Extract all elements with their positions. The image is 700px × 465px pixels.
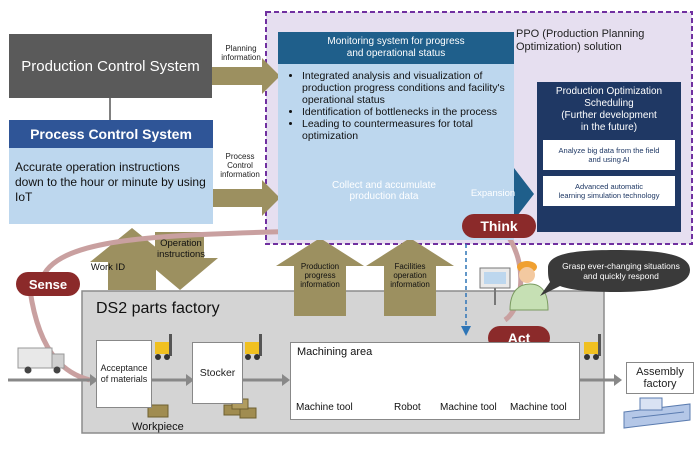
machining-area-label: Machining area [297, 346, 373, 358]
workpiece-label: Workpiece [132, 421, 184, 433]
operation-instructions-label: Operation instructions [156, 238, 206, 260]
monitoring-bullet: Leading to countermeasures for total opt… [302, 118, 506, 142]
machine-tool-label: Machine tool [440, 402, 497, 413]
machine-tool-label: Machine tool [296, 402, 353, 413]
acceptance-box: Acceptance of materials [96, 340, 152, 408]
process-control-system-box: Process Control System Accurate operatio… [9, 120, 213, 224]
factory-title: DS2 parts factory [96, 300, 220, 317]
facilities-operation-arrow [366, 238, 454, 316]
production-progress-label: Production progress information [300, 262, 340, 289]
truck-icon [17, 347, 65, 374]
forklift-icon [155, 334, 172, 360]
expansion-label: Expansion [470, 187, 516, 199]
forklift-icon [584, 334, 601, 360]
facilities-operation-label: Facilities operation information [390, 262, 430, 289]
work-id-label: Work ID [90, 262, 126, 273]
building-icon [623, 397, 691, 429]
feedback-arrowhead [461, 326, 471, 336]
assembly-factory-box: Assembly factory [626, 362, 694, 394]
process-control-info-label: Process Control information [220, 152, 260, 179]
worker-icon [509, 261, 549, 311]
production-control-system-box: Production Control System [9, 34, 212, 98]
process-arrow [213, 180, 280, 216]
operation-instructions-arrow [142, 232, 218, 290]
process-control-system-body: Accurate operation instructions down to … [15, 160, 206, 204]
stocker-box: Stocker [192, 342, 243, 404]
monitoring-bullet: Integrated analysis and visualization of… [302, 70, 506, 106]
robot-label: Robot [394, 402, 421, 413]
monitoring-bullet: Identification of bottlenecks in the pro… [302, 106, 506, 118]
work-id-arrow [90, 228, 174, 290]
sense-badge: Sense [16, 272, 80, 296]
optimization-panel: Production Optimization Scheduling (Furt… [537, 82, 681, 232]
workpiece-icon [147, 404, 169, 418]
optimization-item: Advanced automatic learning simulation t… [543, 176, 675, 206]
monitoring-header: Monitoring system for progress and opera… [278, 32, 514, 64]
monitoring-panel: Monitoring system for progress and opera… [278, 32, 514, 240]
optimization-title: Production Optimization Scheduling (Furt… [555, 86, 663, 133]
production-control-system-title: Production Control System [21, 57, 200, 75]
forklift-icon [245, 334, 262, 360]
process-control-system-title: Process Control System [9, 120, 213, 148]
database-label: Collect and accumulate production data [332, 180, 436, 202]
machining-area-box: Machining area [290, 342, 580, 420]
optimization-item: Analyze big data from the field and usin… [543, 140, 675, 170]
think-badge: Think [462, 214, 536, 238]
planning-arrow [212, 58, 280, 94]
machine-tool-label: Machine tool [510, 402, 567, 413]
planning-info-label: Planning information [221, 44, 261, 62]
production-progress-arrow [276, 238, 364, 316]
callout-text: Grasp ever-changing situations and quick… [562, 261, 680, 281]
callout-bubble [540, 250, 690, 296]
monitor-icon [479, 267, 511, 305]
monitoring-bullets: Integrated analysis and visualization of… [278, 70, 514, 142]
ppo-title: PPO (Production Planning Optimization) s… [516, 28, 645, 53]
